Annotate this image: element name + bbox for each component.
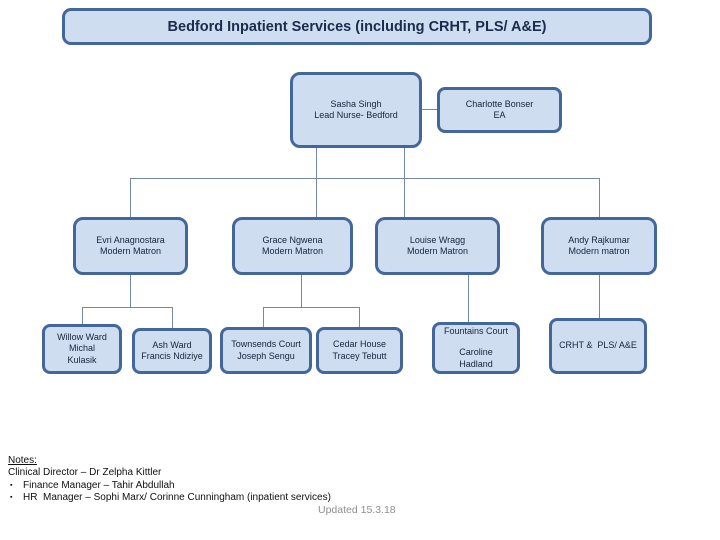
person-role: Lead Nurse- Bedford — [314, 110, 398, 120]
notes-bullet-row: ▪ HR Manager – Sophi Marx/ Corinne Cunni… — [8, 492, 331, 504]
person-role: Modern Matron — [406, 246, 469, 256]
connector-grace-down — [301, 275, 302, 307]
connector-sasha-grace — [316, 148, 317, 217]
person-name: Kulasik — [67, 354, 97, 365]
org-node-matron-grace: Grace Ngwena Modern Matron — [232, 217, 353, 275]
connector-drop-andy — [599, 178, 600, 217]
connector-evri-down — [130, 275, 131, 307]
person-role: EA — [493, 110, 506, 120]
chart-title-banner: Bedford Inpatient Services (including CR… — [62, 8, 652, 45]
org-node-lead-nurse: Sasha Singh Lead Nurse- Bedford — [290, 72, 422, 148]
person-name: Andy Rajkumar — [568, 234, 630, 245]
bullet-icon: ▪ — [10, 481, 13, 489]
connector-drop-townsends — [263, 307, 264, 327]
person-name: Charlotte Bonser — [465, 98, 534, 109]
connector-grace-bus — [263, 307, 359, 308]
bullet-icon: ▪ — [10, 494, 13, 502]
org-node-crht-pls-ae: CRHT & PLS/ A&E — [549, 318, 647, 374]
notes-finance-manager: Finance Manager – Tahir Abdullah — [23, 479, 175, 491]
person-role: Modern Matron — [99, 246, 162, 256]
person-name: Hadland — [459, 358, 493, 369]
org-node-fountains-court: Fountains Court Caroline Hadland — [432, 322, 520, 374]
person-name: Tracey Tebutt — [332, 350, 387, 361]
connector-evri-bus — [82, 307, 172, 308]
unit-name: CRHT & PLS/ A&E — [559, 340, 637, 351]
notes-heading: Notes: — [8, 455, 37, 466]
person-role: Modern matron — [568, 246, 630, 256]
person-name: Caroline — [459, 347, 493, 358]
connector-sasha-charlotte — [422, 109, 437, 110]
connector-drop-cedar — [359, 307, 360, 327]
unit-name: Cedar House — [332, 339, 387, 349]
person-name: Grace Ngwena — [262, 234, 323, 245]
unit-name: Townsends Court — [231, 339, 301, 349]
updated-date-label: Updated 15.3.18 — [318, 504, 396, 516]
org-node-matron-louise: Louise Wragg Modern Matron — [375, 217, 500, 275]
connector-matron-row-bus — [130, 178, 599, 179]
org-node-matron-evri: Evri Anagnostara Modern Matron — [73, 217, 188, 275]
connector-sasha-louise — [404, 148, 405, 217]
person-role: Modern Matron — [261, 246, 324, 256]
connector-louise-fountains — [468, 275, 469, 322]
connector-drop-evri — [130, 178, 131, 217]
connector-drop-ash — [172, 307, 173, 328]
unit-name: Fountains Court — [443, 325, 509, 336]
person-name: Evri Anagnostara — [96, 234, 165, 245]
person-name: Louise Wragg — [409, 234, 466, 245]
person-name: Michal — [68, 343, 95, 354]
person-name: Sasha Singh — [330, 98, 382, 109]
notes-bullet-row: ▪ Finance Manager – Tahir Abdullah — [8, 480, 331, 492]
unit-name: Ash Ward — [152, 339, 192, 350]
org-node-willow-ward: Willow Ward Michal Kulasik — [42, 324, 122, 374]
notes-clinical-director: Clinical Director – Dr Zelpha Kittler — [8, 467, 162, 479]
org-node-townsends-court: Townsends Court Joseph Sengu — [220, 327, 312, 374]
org-node-ea: Charlotte Bonser EA — [437, 87, 562, 133]
connector-andy-crht — [599, 275, 600, 318]
notes-block: Notes: Clinical Director – Dr Zelpha Kit… — [8, 455, 331, 505]
unit-name: Willow Ward — [57, 331, 107, 342]
connector-drop-willow — [82, 307, 83, 324]
page-title: Bedford Inpatient Services (including CR… — [167, 18, 547, 35]
org-node-cedar-house: Cedar House Tracey Tebutt — [316, 327, 403, 374]
org-node-ash-ward: Ash Ward Francis Ndiziye — [132, 328, 212, 374]
person-name: Francis Ndiziye — [141, 351, 203, 361]
org-node-matron-andy: Andy Rajkumar Modern matron — [541, 217, 657, 275]
person-name: Joseph Sengu — [237, 350, 295, 361]
notes-hr-manager: HR Manager – Sophi Marx/ Corinne Cunning… — [23, 492, 331, 504]
